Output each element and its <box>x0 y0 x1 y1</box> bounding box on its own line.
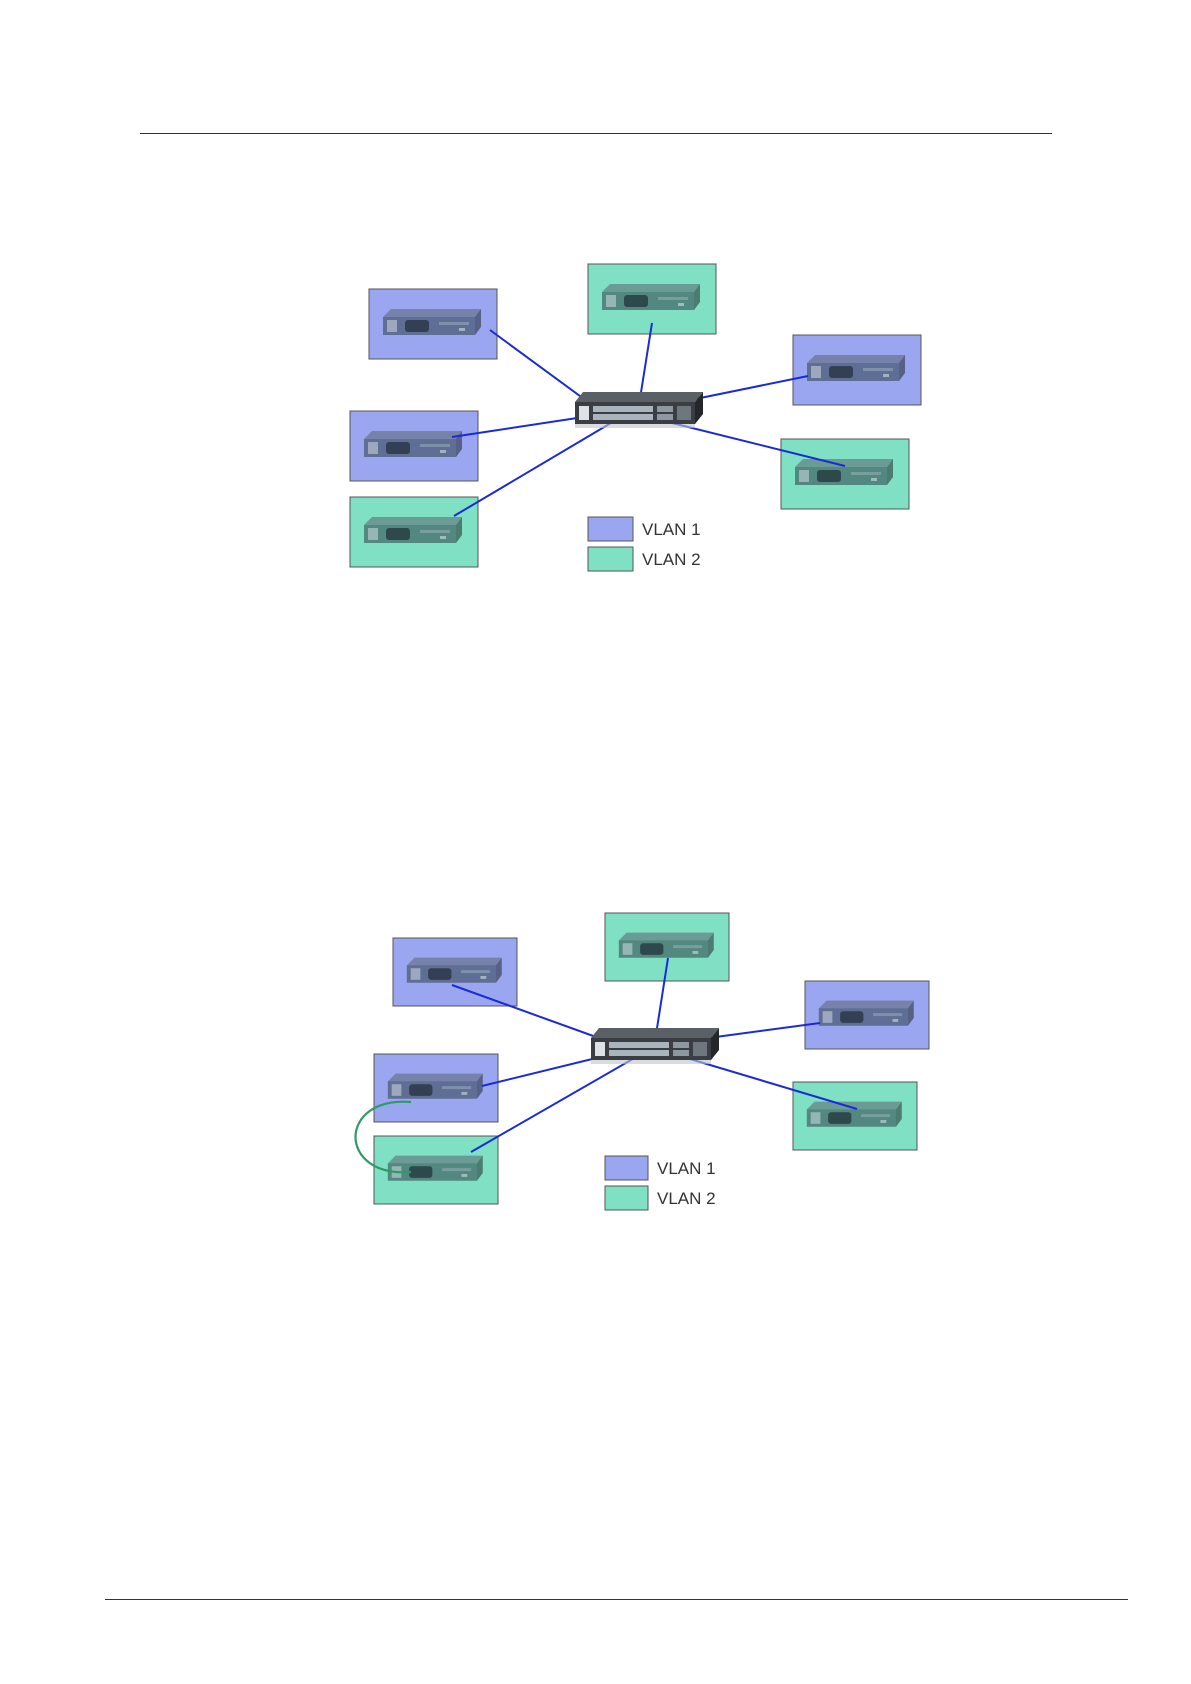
legend-label: VLAN 1 <box>642 520 701 539</box>
legend-swatch-vlan1 <box>588 517 633 541</box>
server-icon <box>364 517 462 543</box>
legend: VLAN 1 VLAN 2 <box>588 517 701 571</box>
legend-swatch-vlan2 <box>588 547 633 571</box>
device-vlan2-5 <box>781 439 909 509</box>
device-vlan2-5 <box>793 1082 917 1150</box>
device-vlan1-3 <box>793 335 921 405</box>
vlan-diagram-2: VLAN 1 VLAN 2 <box>356 913 930 1210</box>
server-icon <box>795 459 893 485</box>
server-icon <box>383 309 481 335</box>
legend-label: VLAN 2 <box>642 550 701 569</box>
legend-label: VLAN 2 <box>657 1189 716 1208</box>
device-vlan1-4 <box>350 411 478 481</box>
device-vlan1-1 <box>369 289 497 359</box>
server-icon <box>388 1074 483 1099</box>
server-icon <box>619 933 714 958</box>
device-vlan2-6 <box>350 497 478 567</box>
server-icon <box>819 1001 914 1026</box>
legend-swatch-vlan2 <box>605 1186 648 1210</box>
device-vlan1-1 <box>393 938 517 1006</box>
network-switch-icon <box>591 1028 719 1064</box>
legend-swatch-vlan1 <box>605 1156 648 1180</box>
legend-label: VLAN 1 <box>657 1159 716 1178</box>
device-vlan1-3 <box>805 981 929 1049</box>
server-icon <box>407 958 502 983</box>
device-vlan1-4 <box>374 1054 498 1122</box>
legend: VLAN 1 VLAN 2 <box>605 1156 716 1210</box>
server-icon <box>364 431 462 457</box>
server-icon <box>807 355 905 381</box>
server-icon <box>807 1102 902 1127</box>
network-switch-icon <box>575 392 703 428</box>
vlan-diagram-1: VLAN 1 VLAN 2 <box>350 264 921 571</box>
server-icon <box>388 1156 483 1181</box>
server-icon <box>602 284 700 310</box>
